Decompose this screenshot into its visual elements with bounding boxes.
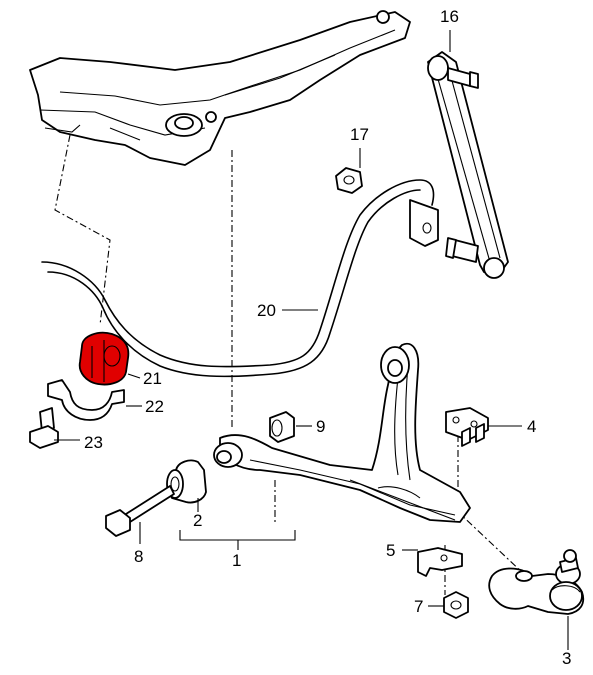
plate-5 — [417, 547, 463, 577]
wishbone — [213, 342, 471, 523]
callout-22: 22 — [145, 397, 164, 416]
leader-lines — [54, 30, 569, 650]
callout-9: 9 — [316, 417, 325, 436]
nut-7 — [443, 591, 469, 619]
callout-5: 5 — [386, 541, 395, 560]
alignment-lines — [54, 134, 526, 595]
plate-4 — [445, 407, 489, 447]
callout-16: 16 — [440, 7, 459, 26]
ball-joint — [488, 549, 585, 615]
subframe — [29, 10, 411, 166]
clamp-bracket — [47, 379, 125, 421]
callout-21: 21 — [143, 369, 162, 388]
callout-labels: 16 17 20 21 22 23 9 4 2 1 8 5 7 3 — [84, 7, 571, 668]
callout-2: 2 — [193, 511, 202, 530]
nut-17 — [335, 167, 363, 194]
callout-8: 8 — [134, 547, 143, 566]
callout-4: 4 — [527, 417, 536, 436]
coupling-rod — [427, 51, 509, 279]
callout-1: 1 — [232, 551, 241, 570]
bush-9 — [269, 411, 295, 443]
callout-23: 23 — [84, 433, 103, 452]
anti-roll-bar — [41, 179, 439, 378]
callout-7: 7 — [414, 597, 423, 616]
bolt-8 — [105, 485, 175, 537]
rubber-bush-highlighted — [78, 331, 130, 386]
callout-3: 3 — [562, 649, 571, 668]
bolt-23 — [29, 407, 59, 449]
bush-2 — [166, 459, 207, 504]
callout-20: 20 — [257, 301, 276, 320]
callout-17: 17 — [350, 125, 369, 144]
